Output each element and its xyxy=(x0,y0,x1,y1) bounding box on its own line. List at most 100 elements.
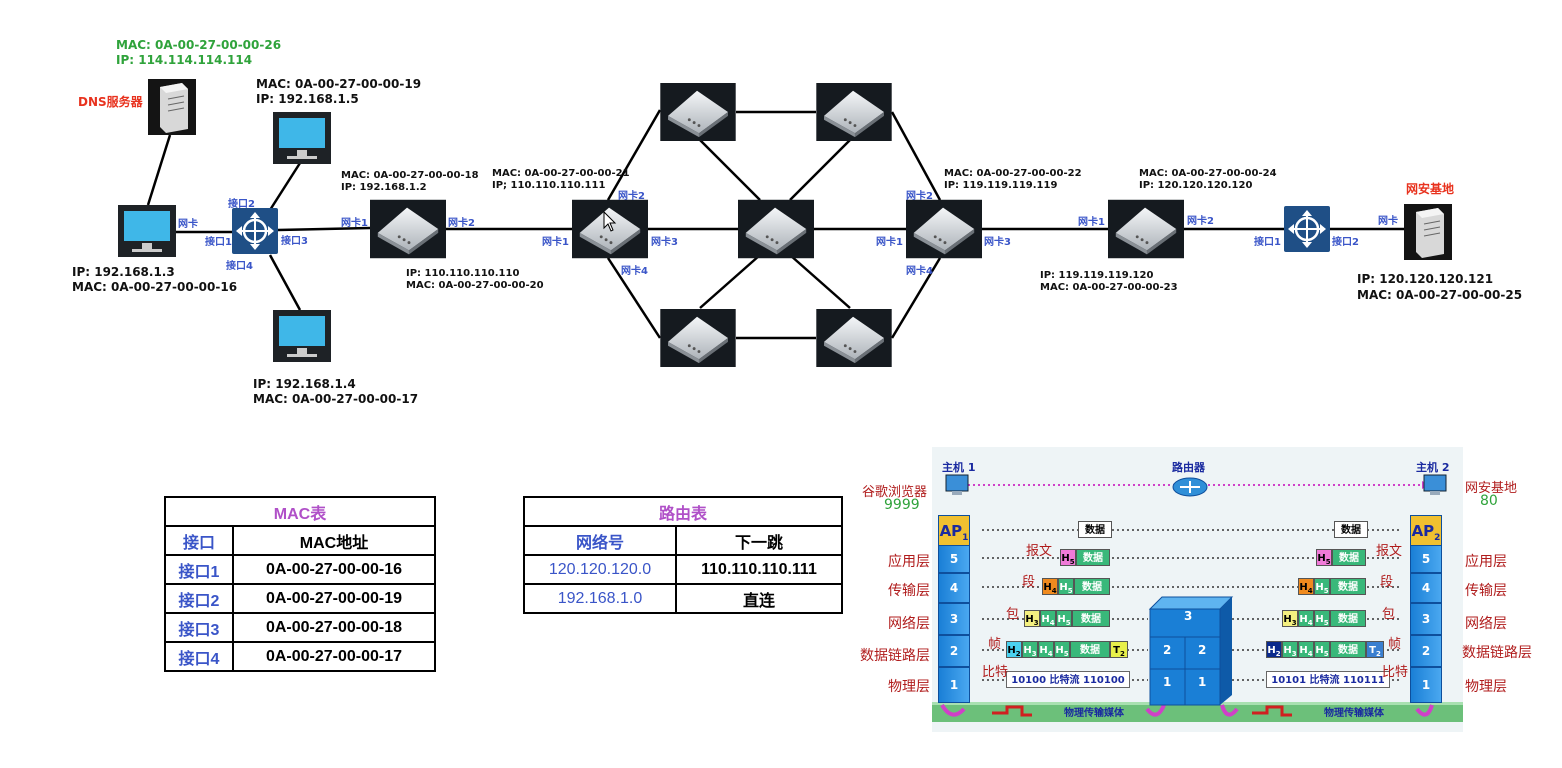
ap2-block: AP2 xyxy=(1410,515,1442,547)
h4-right: H4 xyxy=(1298,578,1314,595)
right-port-label: 80 xyxy=(1480,493,1498,509)
right-layer-5: 5 xyxy=(1410,545,1442,573)
pc-left-icon[interactable] xyxy=(118,205,176,257)
switch1-port4: 接口4 xyxy=(226,261,253,272)
router3-icon[interactable] xyxy=(906,199,982,259)
web-server-mac: MAC: 0A-00-27-00-00-25 xyxy=(1357,288,1523,302)
router4-icon[interactable] xyxy=(1108,199,1184,259)
unit-frame-left: 帧 xyxy=(988,637,1002,652)
route-table-caption: 路由表 xyxy=(523,496,843,527)
router1-mac2: MAC: 0A-00-27-00-00-20 xyxy=(406,280,544,291)
router1-ip: IP: 192.168.1.2 xyxy=(341,182,427,193)
router-bottom-right-icon[interactable] xyxy=(816,309,892,367)
router1-ip2: IP: 110.110.110.110 xyxy=(406,268,520,279)
pc-left-nic: 网卡 xyxy=(178,219,198,230)
left-layer-name-1: 物理层 xyxy=(888,679,930,695)
left-layer-name-3: 网络层 xyxy=(888,616,930,632)
left-layer-name-5: 应用层 xyxy=(888,554,930,570)
h4-left: H4 xyxy=(1042,578,1058,595)
web-server-ip: IP: 120.120.120.121 xyxy=(1357,272,1494,286)
right-layer-2: 2 xyxy=(1410,635,1442,667)
router4-ip2: IP: 119.119.119.120 xyxy=(1040,270,1154,281)
pc-top-icon[interactable] xyxy=(273,112,331,164)
t2-right: T2 xyxy=(1366,641,1384,658)
host2-label: 主机 2 xyxy=(1416,461,1450,474)
web-server-label: 网安基地 xyxy=(1406,182,1455,196)
data-box-right: 数据 xyxy=(1334,521,1368,538)
h3-right: H3 xyxy=(1282,610,1298,627)
ap1-block: AP1 xyxy=(938,515,970,547)
route-table-header-nexthop: 下一跳 xyxy=(675,525,843,556)
medium-right: 物理传输媒体 xyxy=(1324,708,1384,719)
right-layer-name-3: 网络层 xyxy=(1465,616,1507,632)
unit-bit-left: 比特 xyxy=(982,665,1009,680)
router1-nic1: 网卡1 xyxy=(341,218,368,229)
pc-bottom-ip: IP: 192.168.1.4 xyxy=(253,377,356,391)
router4-mac: MAC: 0A-00-27-00-00-24 xyxy=(1139,168,1277,179)
router4-nic1: 网卡1 xyxy=(1078,217,1105,228)
switch2-icon[interactable] xyxy=(1284,206,1330,252)
router2-nic2: 网卡2 xyxy=(618,191,645,202)
left-layer-1: 1 xyxy=(938,667,970,703)
left-app-label: 谷歌浏览器 xyxy=(862,485,928,500)
router-center-icon[interactable] xyxy=(738,199,814,259)
dns-label: DNS服务器 xyxy=(78,95,143,109)
router1-icon[interactable] xyxy=(370,199,446,259)
router-layer-1a: 1 xyxy=(1163,675,1172,689)
web-server-icon[interactable] xyxy=(1404,204,1452,260)
h3-left: H3 xyxy=(1024,610,1040,627)
host1-label: 主机 1 xyxy=(942,461,976,474)
router-layer-2b: 2 xyxy=(1198,643,1207,657)
router3-mac: MAC: 0A-00-27-00-00-22 xyxy=(944,168,1082,179)
h2-right: H2 xyxy=(1266,641,1282,658)
left-port-label: 9999 xyxy=(884,497,920,513)
router3-nic1: 网卡1 xyxy=(876,237,903,248)
unit-message-right: 报文 xyxy=(1376,544,1403,559)
right-app-label: 网安基地 xyxy=(1465,481,1518,496)
right-layer-3: 3 xyxy=(1410,603,1442,635)
left-layer-5: 5 xyxy=(938,545,970,573)
router1-mac: MAC: 0A-00-27-00-00-18 xyxy=(341,170,479,181)
switch1-port3: 接口3 xyxy=(281,236,308,247)
mac-table-header-mac: MAC地址 xyxy=(232,525,436,556)
h5-right: H5 xyxy=(1316,549,1332,566)
bitstream-right: 10101 比特流 110111 xyxy=(1266,671,1390,688)
mouse-cursor-icon xyxy=(603,210,617,232)
router1-nic2: 网卡2 xyxy=(448,218,475,229)
router-layer-3: 3 xyxy=(1184,609,1193,623)
router3-nic2: 网卡2 xyxy=(906,191,933,202)
left-layer-4: 4 xyxy=(938,573,970,603)
route-table-header-network: 网络号 xyxy=(523,525,677,556)
switch1-icon[interactable] xyxy=(232,208,278,254)
h5-left: H5 xyxy=(1060,549,1076,566)
medium-left: 物理传输媒体 xyxy=(1064,708,1124,719)
router2-nic3: 网卡3 xyxy=(651,237,678,248)
dns-server-icon[interactable] xyxy=(148,79,196,135)
h2-left: H2 xyxy=(1006,641,1022,658)
dns-ip: IP: 114.114.114.114 xyxy=(116,53,253,67)
router3-nic3: 网卡3 xyxy=(984,237,1011,248)
data-box-left: 数据 xyxy=(1078,521,1112,538)
unit-segment-right: 段 xyxy=(1380,575,1394,590)
unit-frame-right: 帧 xyxy=(1388,637,1402,652)
mac-table-header-port: 接口 xyxy=(164,525,234,556)
router-top-right-icon[interactable] xyxy=(816,83,892,141)
router4-ip: IP: 120.120.120.120 xyxy=(1139,180,1253,191)
router-bottom-left-icon[interactable] xyxy=(660,309,736,367)
dns-mac: MAC: 0A-00-27-00-00-26 xyxy=(116,38,282,52)
pc-left-ip: IP: 192.168.1.3 xyxy=(72,265,175,279)
router2-mac: MAC: 0A-00-27-00-00-21 xyxy=(492,168,630,179)
pc-top-ip: IP: 192.168.1.5 xyxy=(256,92,359,106)
network-topology xyxy=(118,79,1452,367)
pc-bottom-icon[interactable] xyxy=(273,310,331,362)
router2-ip: IP; 110.110.110.111 xyxy=(492,180,606,191)
router-top-left-icon[interactable] xyxy=(660,83,736,141)
router-label: 路由器 xyxy=(1172,461,1205,474)
right-layer-name-2: 数据链路层 xyxy=(1462,645,1532,661)
